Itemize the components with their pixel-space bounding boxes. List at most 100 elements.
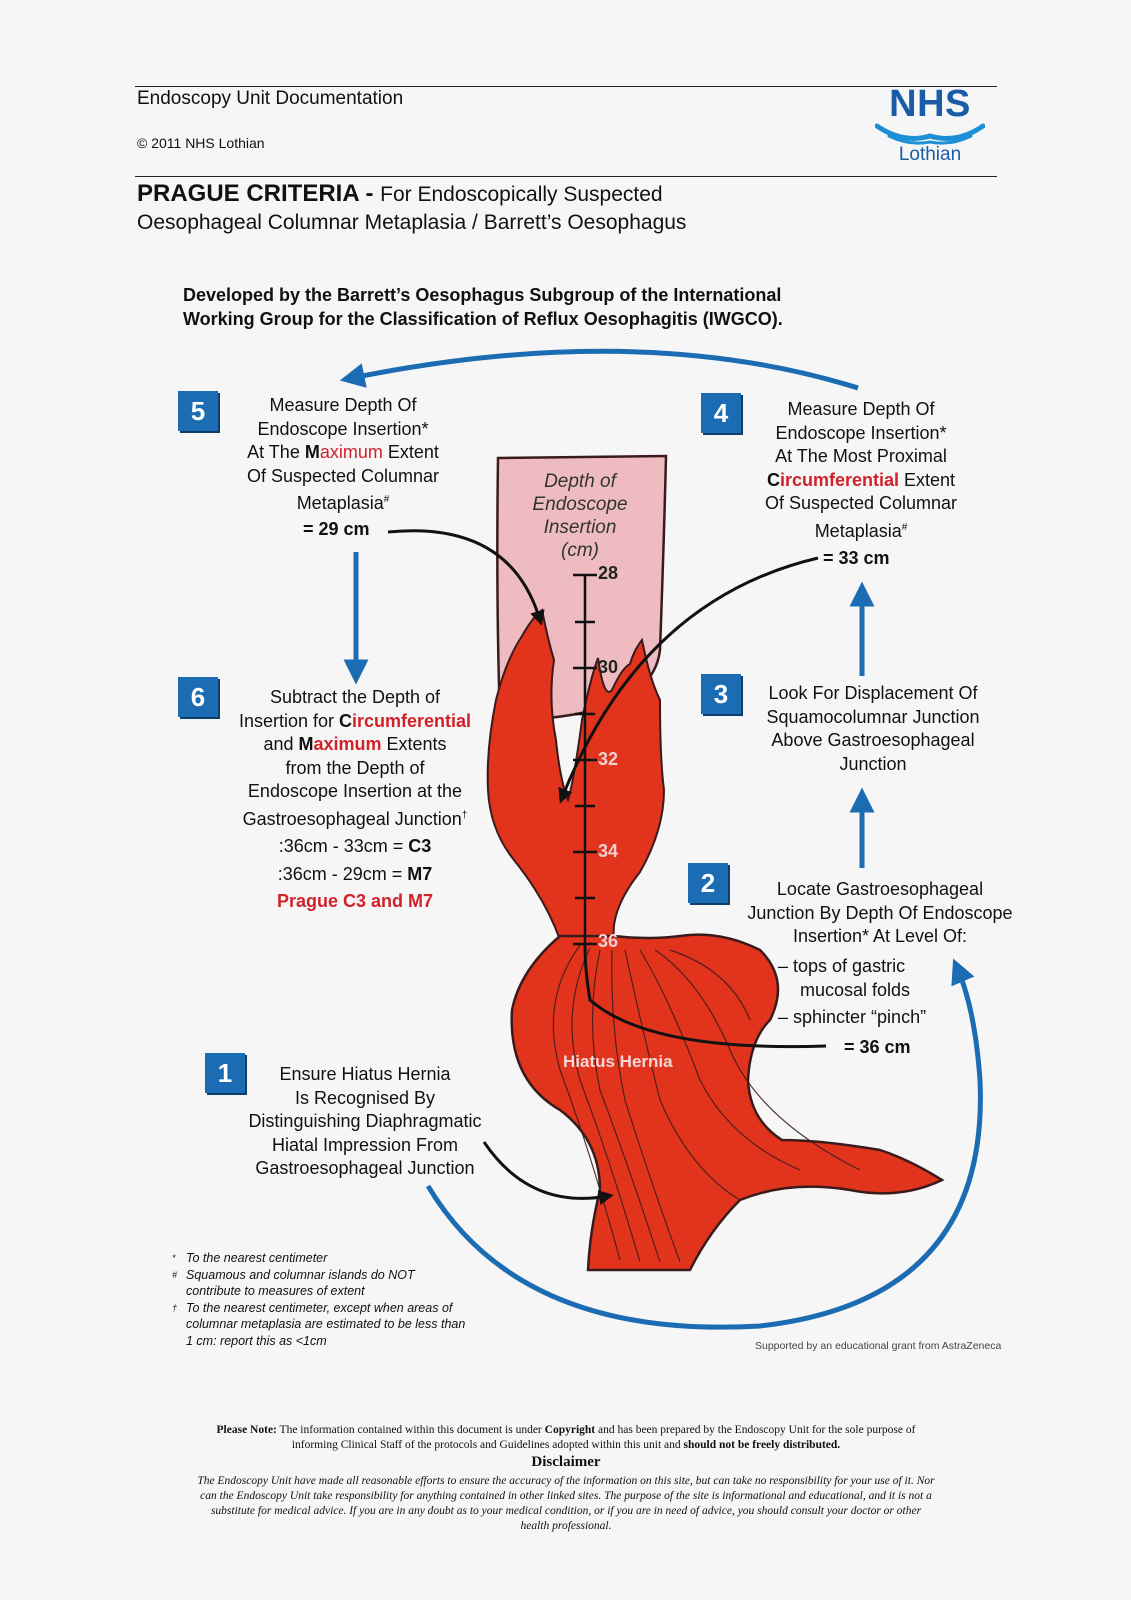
step-4-line2: Endoscope Insertion* <box>775 422 947 443</box>
support-note: Supported by an educational grant from A… <box>755 1340 1002 1352</box>
footnote-2-mark: # <box>172 1269 178 1280</box>
footnote-1-mark: * <box>172 1253 176 1263</box>
pointer-step1 <box>482 1141 614 1205</box>
step-5-text: Measure Depth Of Endoscope Insertion* At… <box>218 394 468 516</box>
footnote-1-text: To the nearest centimeter <box>186 1251 328 1265</box>
nhs-logo-word: NHS <box>889 83 971 125</box>
step-6-line3: and Maximum Extents <box>222 733 488 757</box>
disclaimer-line4: health professional. <box>520 1520 612 1532</box>
unit-doc-title: Endoscopy Unit Documentation <box>137 88 404 109</box>
step-5-badge: 5 <box>178 391 218 431</box>
step-2-text: Locate Gastroesophageal Junction By Dept… <box>730 878 1030 949</box>
step-1-text: Ensure Hiatus Hernia Is Recognised By Di… <box>232 1063 498 1181</box>
step-6-line6-text: Gastroesophageal Junction <box>242 808 462 829</box>
step-6-hl-max: aximum <box>313 734 382 754</box>
step-2-value: = 36 cm <box>844 1037 911 1057</box>
step-5-hl-rest: aximum <box>319 442 383 462</box>
step-2-badge: 2 <box>688 863 728 903</box>
step-5-line4: Of Suspected Columnar <box>246 465 440 486</box>
footnote-2b: contribute to measures of extent <box>186 1284 365 1298</box>
footnote-3-mark: † <box>172 1302 178 1313</box>
step-1-line5: Gastroesophageal Junction <box>255 1158 475 1178</box>
step-4-line3: At The Most Proximal <box>775 446 947 466</box>
page-title: PRAGUE CRITERIA - For Endoscopically Sus… <box>137 180 686 237</box>
header-rule-top <box>135 86 997 87</box>
footnote-3b: columnar metaplasia are estimated to be … <box>186 1317 466 1331</box>
step-6-line1: Subtract the Depth of <box>269 687 441 707</box>
disclaimer-text: The Endoscopy Unit have made all reasona… <box>136 1474 996 1534</box>
tick-label-34: 34 <box>598 841 619 861</box>
pointer-33cm <box>558 556 819 804</box>
step-4-line6-text: Metaplasia <box>814 520 902 541</box>
step-4-hl-rest: ircumferential <box>779 469 899 490</box>
step-4-line6: Metaplasia# <box>748 516 974 544</box>
copyright: © 2011 NHS Lothian <box>137 135 265 151</box>
header-rule-bottom <box>135 176 997 177</box>
step-1-line2: Is Recognised By <box>294 1087 436 1108</box>
step-6-sup: † <box>461 809 468 821</box>
title-line2: Oesophageal Columnar Metaplasia / Barret… <box>137 211 687 234</box>
developed-by: Developed by the Barrett’s Oesophagus Su… <box>183 283 783 331</box>
step-4-sup: # <box>901 521 908 533</box>
depth-label: Depth of Endoscope Insertion (cm) <box>524 470 636 562</box>
step-6-calc2-head: :36cm - 29cm = <box>277 863 408 884</box>
step-3-line4: Junction <box>839 753 907 774</box>
curved-arrow-bottom <box>425 958 983 1330</box>
footnote-3a: To the nearest centimeter, except when a… <box>186 1300 453 1315</box>
hiatus-hernia-label: Hiatus Hernia <box>563 1052 673 1071</box>
step-6-calc1-head: :36cm - 33cm = <box>278 836 409 856</box>
please-note: Please Note: The information contained w… <box>136 1423 996 1453</box>
step-6-line3-tail: Extents <box>381 734 447 754</box>
pointer-36cm <box>583 945 827 1049</box>
please-note-p3: informing Clinical Staff of the protocol… <box>291 1439 684 1451</box>
step-2-line1: Locate Gastroesophageal <box>776 879 984 899</box>
please-note-p3-bold: should not be freely distributed. <box>683 1439 841 1451</box>
depth-label-1: Depth of <box>544 471 616 492</box>
step-3-text: Look For Displacement Of Squamocolumnar … <box>748 682 998 776</box>
step-6-line5: Endoscope Insertion at the <box>247 781 463 801</box>
step-5-line5: Metaplasia# <box>218 488 468 516</box>
footnote-1: * To the nearest centimeter <box>172 1250 502 1267</box>
footnote-2: # Squamous and columnar islands do NOT <box>172 1267 502 1284</box>
disclaimer-title: Disclaimer <box>531 1454 601 1470</box>
step-2-bullet1b: mucosal folds <box>800 979 911 1000</box>
tick-label-32: 32 <box>598 749 619 769</box>
step-4-hl-letter: C <box>766 469 780 490</box>
nhs-logo: NHS Lothian <box>875 84 985 166</box>
developed-by-line1: Developed by the Barrett’s Oesophagus Su… <box>183 285 782 305</box>
footnote-2a: Squamous and columnar islands do NOT <box>186 1267 415 1282</box>
step-2-bullets: – tops of gastric mucosal folds – sphinc… <box>778 955 926 1030</box>
step-6-line2-head: Insertion for <box>238 710 339 731</box>
please-note-p2: and has been prepared by the Endoscopy U… <box>595 1424 916 1436</box>
step-2-line3: Insertion* At Level Of: <box>792 926 968 946</box>
step-6-hl-circ: ircumferential <box>352 710 472 731</box>
disclaimer-line2: can the Endoscopy Unit take responsibili… <box>200 1490 932 1502</box>
step-3-badge: 3 <box>701 674 741 714</box>
step-6-calc1: :36cm - 33cm = C3 <box>222 835 488 859</box>
title-line1: For Endoscopically Suspected <box>380 183 663 206</box>
curved-arrow-top <box>339 348 859 391</box>
step-5-value: = 29 cm <box>303 519 370 539</box>
please-note-label: Please Note: <box>216 1424 277 1436</box>
step-6-line4: from the Depth of <box>285 757 425 778</box>
step-3-line1: Look For Displacement Of <box>768 683 978 703</box>
depth-label-2: Endoscope <box>532 494 628 515</box>
step-1-line3: Distinguishing Diaphragmatic <box>248 1111 482 1131</box>
step-3-line2: Squamocolumnar Junction <box>766 706 980 727</box>
step-6-line6: Gastroesophageal Junction† <box>222 804 488 832</box>
step-5-sup: # <box>383 494 390 505</box>
please-note-line2: informing Clinical Staff of the protocol… <box>136 1438 996 1453</box>
step-5-line2: Endoscope Insertion* <box>257 418 429 439</box>
tick-label-36: 36 <box>598 931 619 951</box>
step-4-line4: Circumferential Extent <box>748 469 974 493</box>
step-6-text: Subtract the Depth of Insertion for Circ… <box>222 686 488 914</box>
step-6-hl-m: M <box>298 734 314 754</box>
step-4-badge: 4 <box>701 393 741 433</box>
depth-label-4: (cm) <box>561 540 599 561</box>
developed-by-line2: Working Group for the Classification of … <box>183 309 783 329</box>
step-2-bullet1a: – tops of gastric <box>778 956 906 976</box>
step-1-badge: 1 <box>205 1053 245 1093</box>
nhs-wave-icon <box>875 123 985 145</box>
please-note-line1: Please Note: The information contained w… <box>136 1423 996 1438</box>
